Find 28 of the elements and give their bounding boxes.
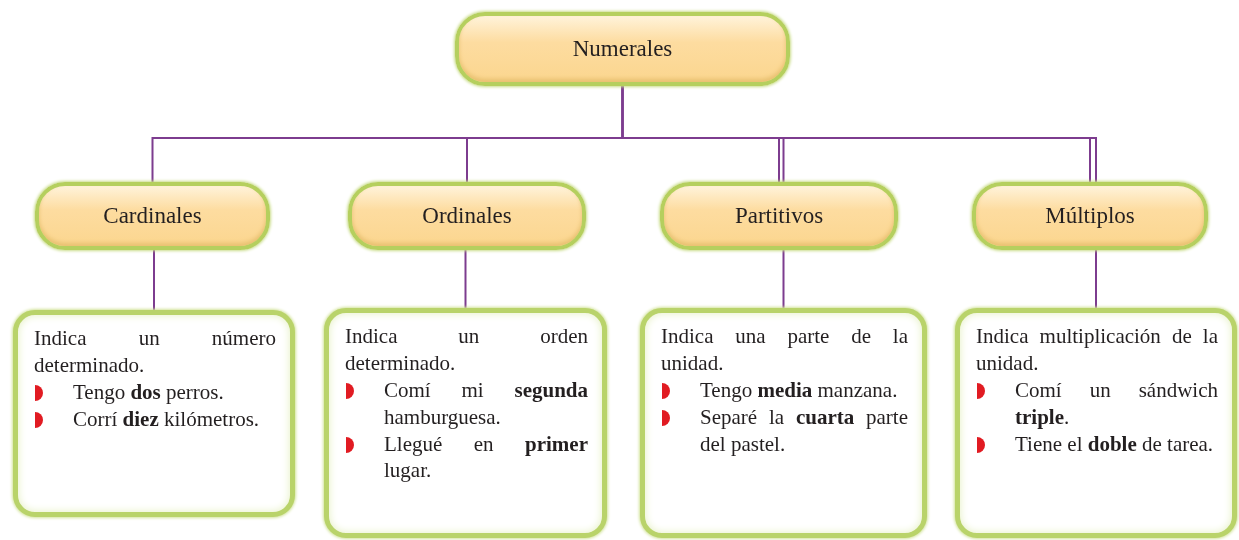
example-text: Tiene el doble de tarea. xyxy=(1015,430,1215,458)
box-title: Cardinales xyxy=(103,203,202,229)
description-card xyxy=(324,308,607,538)
definition-text: Indica una parte de la unidad. xyxy=(661,323,908,377)
definition-text: Indica multiplicación de la unidad. xyxy=(976,323,1218,377)
category-box xyxy=(660,182,898,250)
box-title: Partitivos xyxy=(734,203,824,229)
example-text: Separé la cuarta parte del pastel. xyxy=(700,403,908,458)
category-box xyxy=(35,182,270,250)
example-text: Comí mi segunda hamburguesa. xyxy=(384,376,588,431)
category-box xyxy=(455,12,790,86)
description-card xyxy=(13,310,295,517)
definition-text: Indica un número determinado. xyxy=(34,325,276,379)
description-card xyxy=(955,308,1237,538)
description-card xyxy=(640,308,927,538)
category-box xyxy=(972,182,1208,250)
box-title: Múltiplos xyxy=(1045,203,1135,229)
category-box xyxy=(348,182,586,250)
connector-line xyxy=(464,249,467,309)
example-text: Comí un sándwich triple. xyxy=(1015,376,1218,431)
box-title: Ordinales xyxy=(422,203,512,229)
example-text: Tengo media manzana. xyxy=(700,376,899,404)
example-text: Llegué en primer lugar. xyxy=(384,430,588,485)
definition-text: Indica un orden determinado. xyxy=(345,323,588,377)
example-text: Corrí diez kilómetros. xyxy=(73,405,261,433)
example-text: Tengo dos perros. xyxy=(73,378,225,406)
box-title: Numerales xyxy=(572,36,673,62)
connector-line xyxy=(153,249,155,311)
